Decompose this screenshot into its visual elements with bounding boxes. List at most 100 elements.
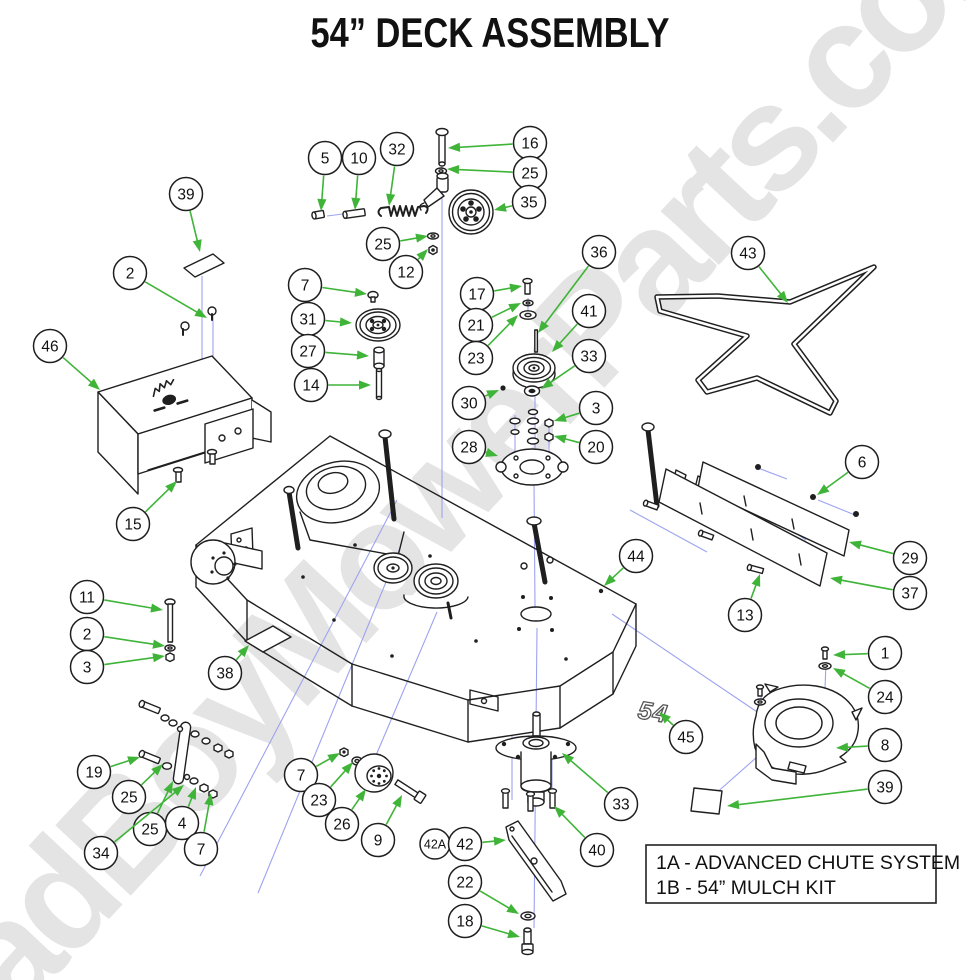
callout-arrowhead	[448, 142, 461, 152]
callout-43: 43	[730, 235, 788, 303]
callout-arrow-line	[189, 210, 199, 242]
callout-arrow-line	[330, 769, 347, 788]
deck-pulleys	[373, 552, 469, 620]
callout-number: 24	[876, 690, 894, 707]
deck-spindle-hole	[520, 606, 552, 622]
callout-30: 30	[451, 385, 499, 421]
callout-circle	[341, 140, 377, 176]
callout-number: 25	[141, 822, 158, 839]
callout-circle	[360, 822, 396, 858]
callout-36: 36	[538, 234, 617, 333]
callout-number: 18	[456, 914, 473, 931]
callout-number: 3	[592, 401, 601, 418]
leader-line	[373, 611, 438, 761]
callout-arrowhead	[204, 793, 214, 806]
callout-18: 18	[447, 903, 520, 939]
callout-number: 10	[350, 151, 368, 168]
pins-and-spring	[311, 205, 429, 220]
callout-arrow-line	[558, 323, 578, 345]
callout-number: 38	[216, 666, 233, 683]
callout-number: 31	[299, 312, 316, 329]
callout-circle	[283, 757, 319, 793]
callout-circle	[447, 903, 483, 939]
badboy-logo	[152, 378, 189, 412]
callout-arrow-line	[561, 813, 586, 839]
chute-cover	[97, 355, 272, 495]
callout-number: 26	[333, 817, 350, 834]
idler-arms	[283, 422, 709, 585]
callout-25: 25	[132, 781, 173, 847]
spring-32	[377, 205, 429, 217]
callout-11: 11	[69, 579, 163, 615]
callout-arrowhead	[447, 164, 460, 175]
callout-arrow-line	[322, 286, 357, 294]
callout-26: 26	[324, 789, 366, 842]
callout-39: 39	[727, 769, 903, 810]
callout-35: 35	[494, 184, 547, 220]
callout-arrowhead	[562, 753, 575, 765]
callout-arrowhead	[604, 574, 616, 586]
callout-circle	[293, 367, 329, 403]
callout-3: 3	[69, 649, 165, 685]
callout-arrowhead	[416, 249, 428, 261]
callout-circle	[867, 769, 903, 805]
tension-bolt-assembly	[419, 127, 494, 256]
callout-arrowhead	[554, 806, 566, 818]
callout-number: 8	[881, 738, 890, 755]
callout-10: 10	[341, 140, 377, 210]
callout-circle	[307, 140, 343, 176]
callout-arrow-line	[235, 652, 243, 661]
callout-number: 2	[83, 627, 92, 644]
leader-line	[629, 509, 708, 553]
callout-41: 41	[552, 293, 607, 352]
callout-arrowhead	[508, 303, 521, 313]
callout-7: 7	[183, 793, 219, 867]
callout-arrow-line	[825, 471, 849, 490]
callout-number: 12	[397, 265, 414, 282]
callout-arrowhead	[392, 795, 402, 808]
callout-circle	[571, 293, 607, 329]
callout-2: 2	[112, 255, 207, 318]
callout-arrowhead	[836, 742, 849, 752]
callout-arrow-line	[758, 266, 782, 295]
callout-circle	[451, 385, 487, 421]
callout-number: 4	[178, 816, 187, 833]
callout-number: 7	[197, 842, 206, 859]
callout-circle	[287, 267, 323, 303]
callout-9: 9	[360, 795, 402, 858]
callout-number: 1	[881, 646, 890, 663]
callout-number: 11	[79, 590, 95, 607]
legend-box: 1A - ADVANCED CHUTE SYSTEM 1B - 54” MULC…	[645, 844, 960, 904]
callout-arrow-line	[351, 797, 361, 811]
callout-22: 22	[447, 864, 519, 914]
callout-arrowhead	[386, 193, 396, 206]
callout-arrow-line	[104, 599, 153, 609]
callout-number: 23	[310, 793, 327, 810]
callout-number: 40	[588, 843, 606, 860]
callout-number: 45	[677, 730, 694, 747]
callout-arrow-line	[104, 635, 155, 646]
callout-number: 43	[739, 246, 756, 263]
callout-20: 20	[554, 429, 614, 465]
callout-arrowhead	[152, 653, 165, 663]
callout-21: 21	[458, 303, 521, 343]
callout-arrowhead	[151, 764, 163, 776]
callout-arrow-line	[840, 579, 893, 591]
callout-number: 32	[388, 142, 405, 159]
plate-37	[658, 468, 828, 587]
set-screw-30	[500, 385, 506, 391]
callout-circle	[69, 579, 105, 615]
callout-arrowhead	[507, 929, 520, 939]
callout-37: 37	[830, 575, 928, 611]
callout-arrow-line	[325, 319, 342, 323]
callout-circle	[324, 806, 360, 842]
callout-33: 33	[562, 753, 639, 822]
decal-39-top	[183, 253, 225, 278]
callout-circle	[579, 832, 615, 868]
callout-arrowhead	[415, 233, 428, 243]
callout-arrow-line	[494, 287, 512, 292]
callout-circle	[581, 234, 617, 270]
callout-circle	[69, 649, 105, 685]
decal-39-bottom	[690, 787, 723, 815]
